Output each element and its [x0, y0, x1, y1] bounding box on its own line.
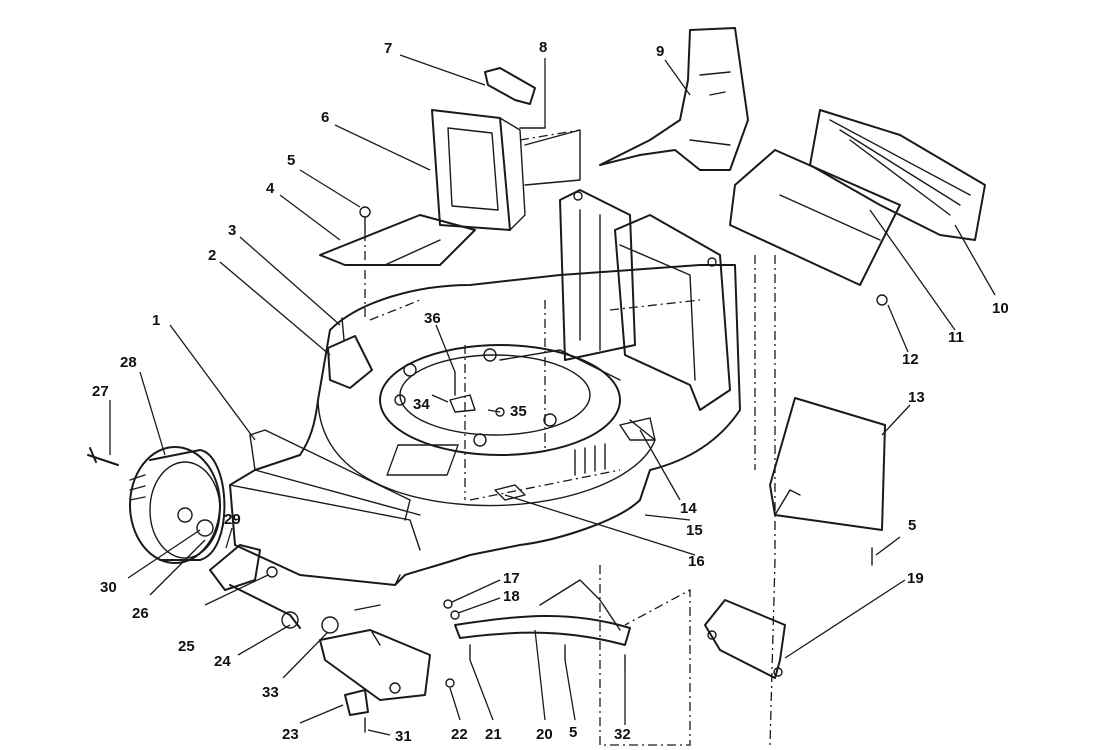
side-plate-19: [704, 599, 786, 679]
height-lever: [454, 579, 631, 646]
callout-4: 4: [266, 180, 275, 197]
callout-14: 14: [680, 500, 697, 517]
callout-labels: 1 2 3 4 5 5 5 6 7 8 9 10 11 12 13 14 15 …: [92, 39, 1009, 745]
callout-10: 10: [992, 300, 1009, 317]
callout-31: 31: [395, 728, 412, 745]
chute-cover: [599, 27, 749, 171]
callout-19: 19: [907, 570, 924, 587]
leader-lines: [109, 54, 996, 736]
deflector-plate: [319, 214, 476, 266]
blade-mount: [449, 371, 505, 417]
adjust-bracket: [319, 604, 431, 701]
callout-26: 26: [132, 605, 149, 622]
callout-8: 8: [539, 39, 547, 56]
callout-9: 9: [656, 43, 664, 60]
bush-33: [321, 616, 339, 634]
callout-5-right: 5: [908, 517, 916, 534]
callout-2: 2: [208, 247, 216, 264]
callout-28: 28: [120, 354, 137, 371]
callout-5-bottom: 5: [569, 724, 577, 741]
washer-18: [450, 610, 460, 620]
grass-bag: [809, 109, 986, 241]
callout-32: 32: [614, 726, 631, 743]
callout-29: 29: [224, 511, 241, 528]
bolt-3: [341, 317, 345, 341]
bracket-14: [619, 417, 656, 441]
clip-23: [344, 689, 369, 716]
callout-7: 7: [384, 40, 392, 57]
clip-16: [494, 484, 526, 501]
callout-35: 35: [510, 403, 527, 420]
callout-25: 25: [178, 638, 195, 655]
washer-17: [443, 599, 453, 609]
callout-24: 24: [214, 653, 231, 670]
callout-23: 23: [282, 726, 299, 743]
callout-6: 6: [321, 109, 329, 126]
callout-21: 21: [485, 726, 502, 743]
callout-20: 20: [536, 726, 553, 743]
corner-plate: [327, 335, 373, 389]
screw-5-top: [359, 206, 371, 233]
callout-18: 18: [503, 588, 520, 605]
callout-34: 34: [413, 396, 430, 413]
callout-15: 15: [686, 522, 703, 539]
nut-12: [876, 294, 888, 306]
hub-26: [196, 519, 214, 537]
callout-5-top: 5: [287, 152, 295, 169]
bolt-27: [87, 447, 119, 466]
callout-22: 22: [451, 726, 468, 743]
mower-deck: [229, 264, 741, 586]
callout-16: 16: [688, 553, 705, 570]
callout-27: 27: [92, 383, 109, 400]
pin-8: [519, 127, 581, 186]
callout-11: 11: [948, 329, 964, 346]
assembly-lines: [364, 129, 776, 746]
nut-22: [445, 678, 455, 688]
callout-33: 33: [262, 684, 279, 701]
axle-bracket: [209, 544, 278, 591]
chute-frame: [431, 109, 526, 231]
rear-flap: [769, 397, 886, 531]
callout-3: 3: [228, 222, 236, 239]
callout-17: 17: [503, 570, 520, 587]
callout-12: 12: [902, 351, 919, 368]
callout-1: 1: [152, 312, 160, 329]
axle-24: [229, 584, 301, 629]
callout-30: 30: [100, 579, 117, 596]
rear-wheel: [129, 446, 226, 564]
latch-7: [484, 67, 536, 105]
bag-frame: [729, 149, 901, 286]
rear-housing: [559, 189, 731, 411]
callout-13: 13: [908, 389, 925, 406]
callout-36: 36: [424, 310, 441, 327]
